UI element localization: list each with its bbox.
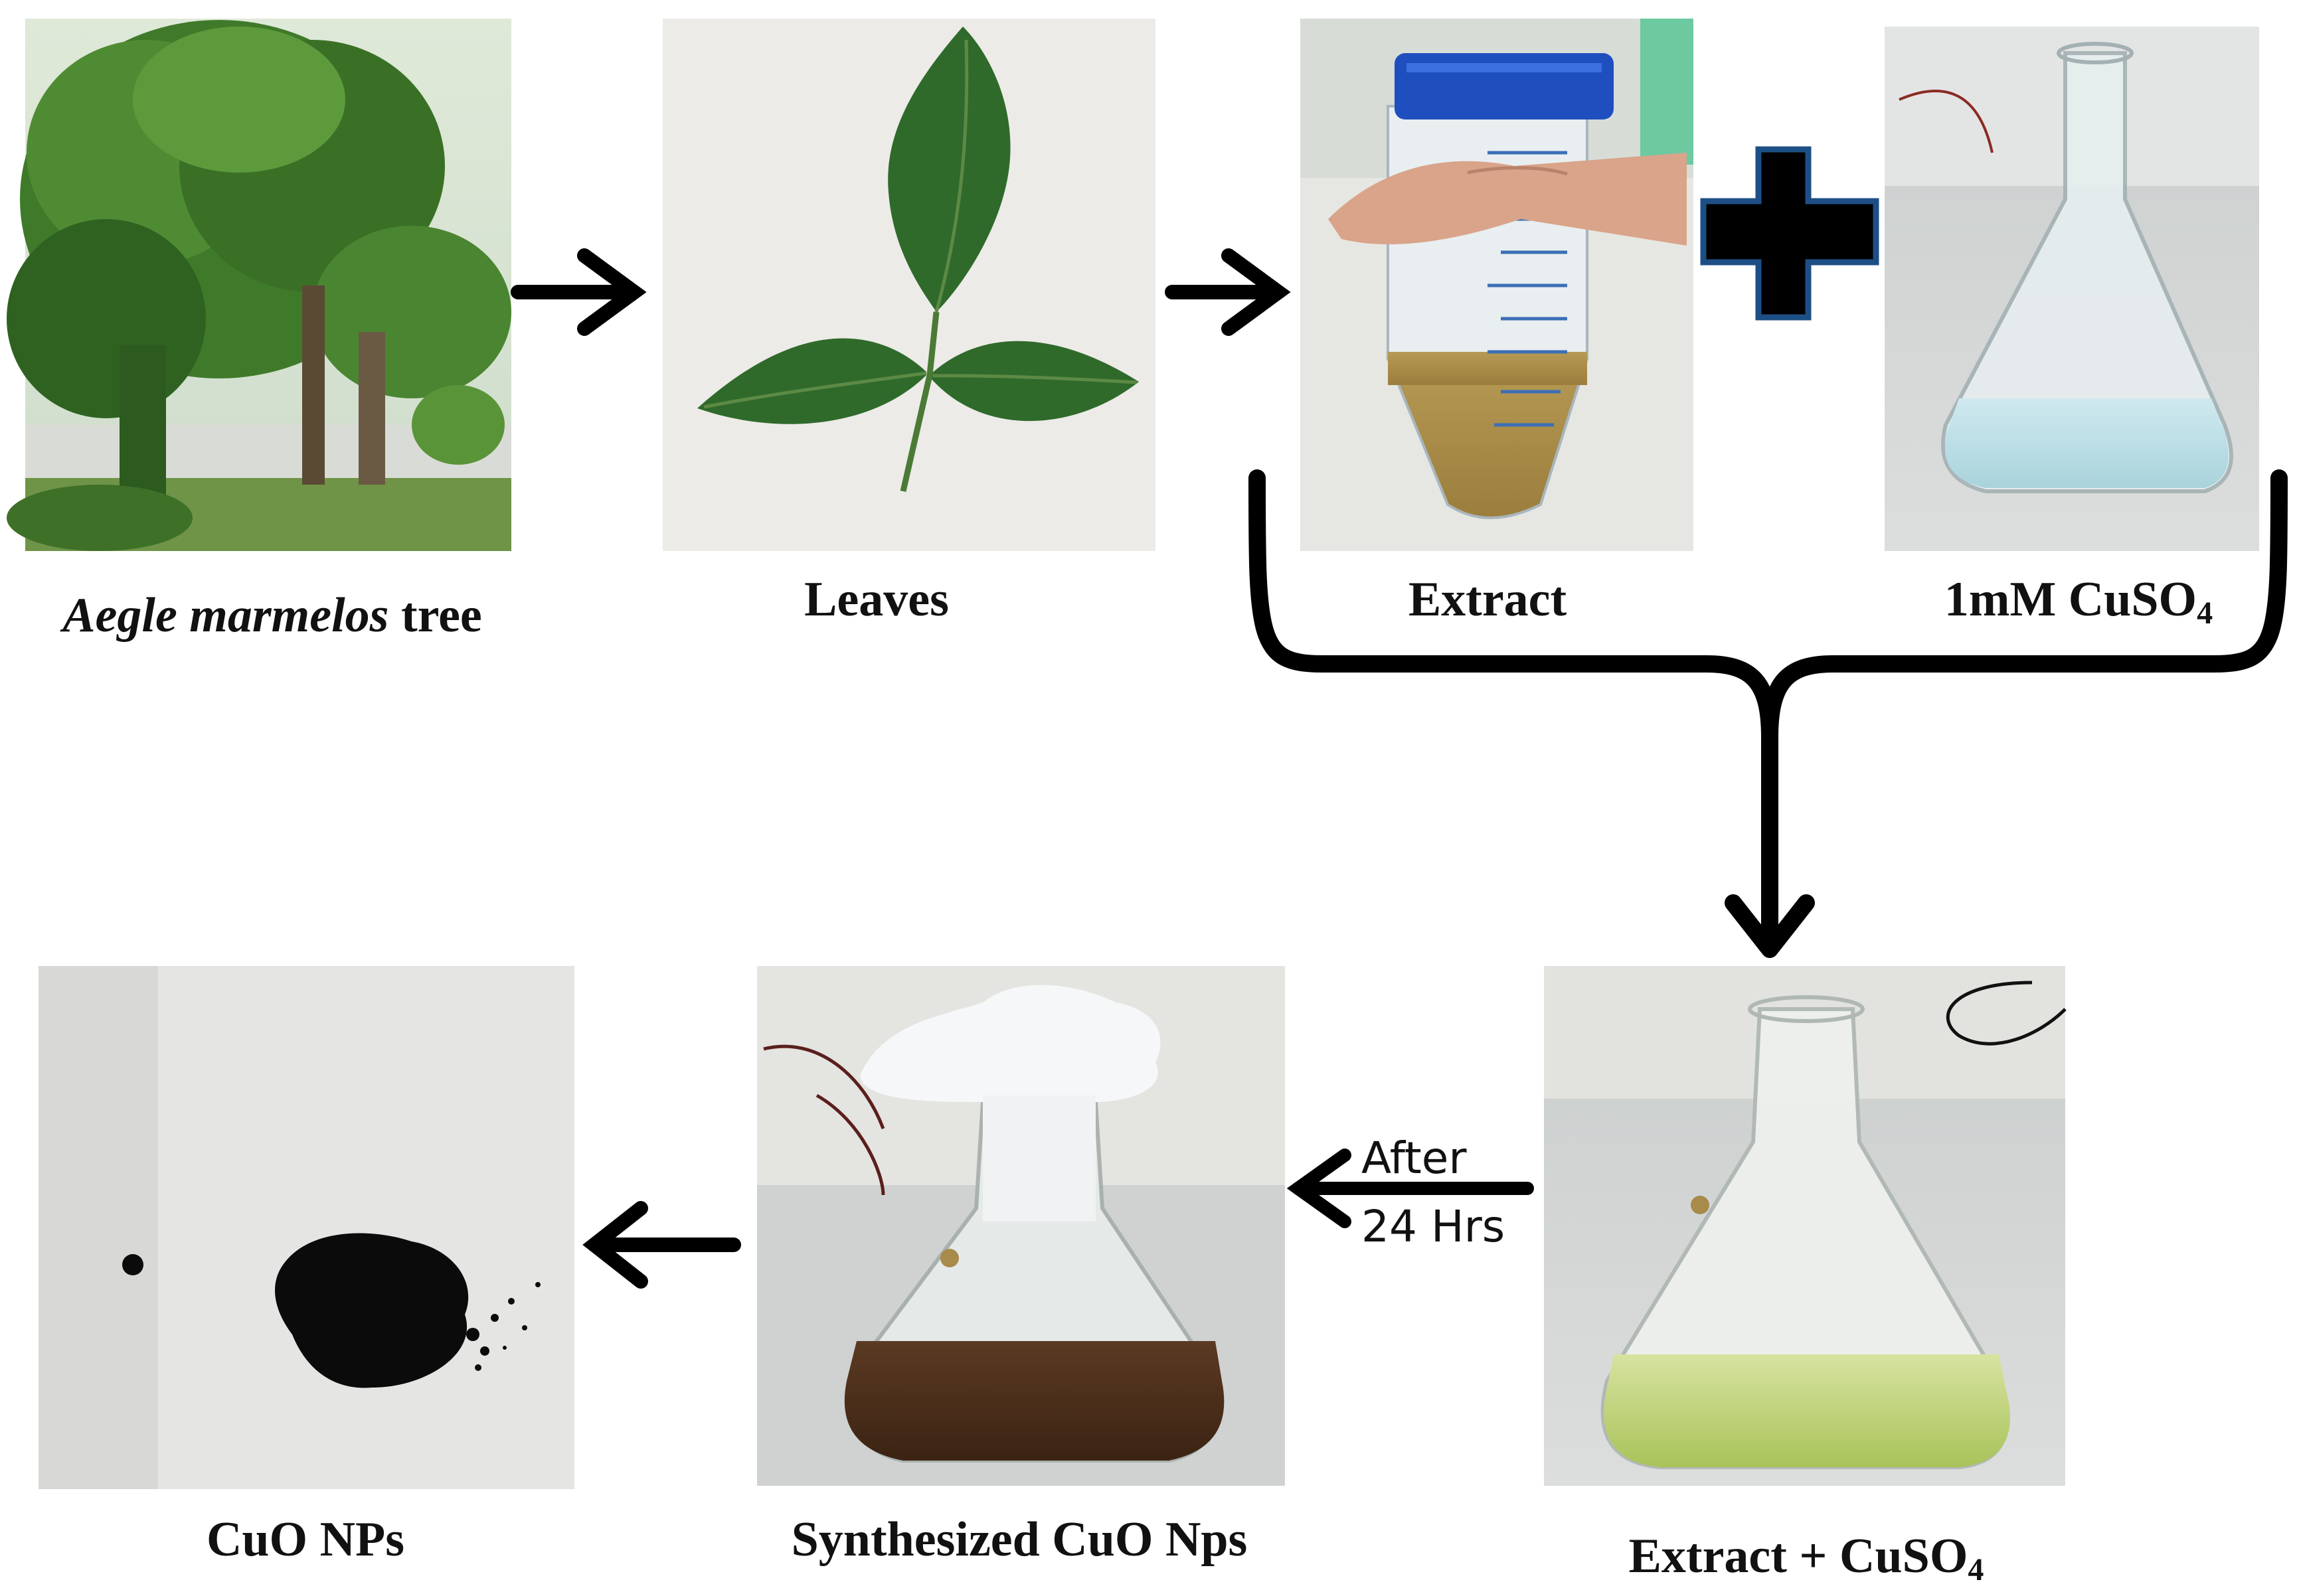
tree-label-italic: Aegle marmelos bbox=[62, 588, 389, 643]
synthesized-label: Synthesized CuO Nps bbox=[791, 1512, 1248, 1567]
cuso4-photo bbox=[1885, 27, 2259, 551]
tree-label-rest: tree bbox=[388, 588, 482, 643]
arrow-synthesized-to-nps bbox=[582, 1201, 741, 1289]
leaves-label: Leaves bbox=[804, 572, 949, 627]
extract-photo bbox=[1300, 19, 1693, 551]
mixture-label-main: Extract + CuSO bbox=[1628, 1529, 1968, 1583]
cuso4-label-main: 1mM CuSO bbox=[1944, 572, 2197, 627]
extract-label: Extract bbox=[1408, 572, 1567, 627]
arrow-tree-to-leaves bbox=[511, 248, 647, 336]
after-note-line1: After bbox=[1361, 1133, 1467, 1184]
tree-label: Aegle marmelos tree bbox=[46, 591, 498, 640]
combine-bracket bbox=[1248, 469, 2288, 958]
mixture-label-sub: 4 bbox=[1968, 1552, 1984, 1588]
after-note-line2: 24 Hrs bbox=[1361, 1201, 1505, 1252]
mixture-label: Extract + CuSO4 bbox=[1554, 1532, 2059, 1586]
arrow-mixture-to-synthesized bbox=[1286, 1149, 1534, 1228]
cuso4-label-sub: 4 bbox=[2197, 596, 2213, 631]
synthesized-photo bbox=[757, 966, 1285, 1486]
mixture-photo bbox=[1544, 966, 2067, 1486]
arrow-leaves-to-extract bbox=[1165, 248, 1291, 336]
leaves-photo bbox=[663, 19, 1155, 551]
cuso4-label: 1mM CuSO4 bbox=[1899, 575, 2258, 629]
nps-photo bbox=[39, 966, 574, 1489]
plus-icon bbox=[1700, 146, 1879, 321]
tree-photo bbox=[7, 19, 511, 551]
nps-label: CuO NPs bbox=[206, 1512, 405, 1567]
